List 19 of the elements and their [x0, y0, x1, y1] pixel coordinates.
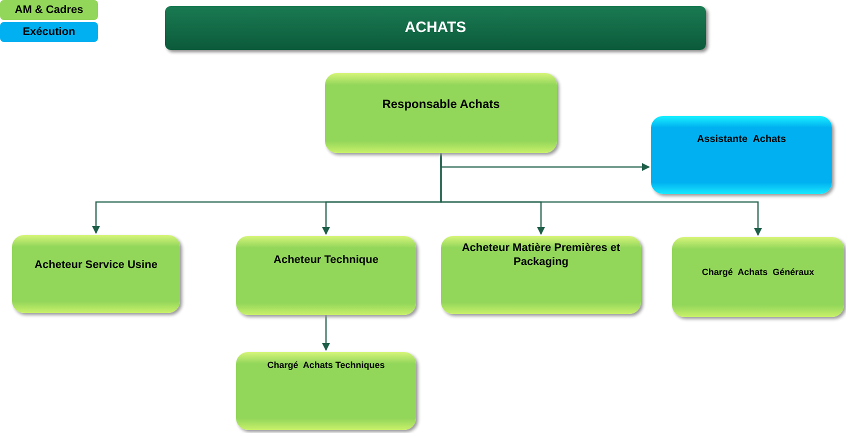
title-banner: ACHATS [165, 6, 706, 50]
role-title: Acheteur Technique [272, 254, 380, 268]
role-title: Acheteur Service Usine [34, 259, 158, 273]
role-box [12, 235, 180, 313]
role-title: Assistante Achats [696, 134, 788, 146]
role-title: Chargé Achats Techniques [266, 360, 386, 372]
role-box [236, 236, 416, 315]
role-box [441, 236, 641, 314]
role-title: Acheteur Matière Premières et Packaging [460, 242, 622, 270]
role-box [672, 237, 844, 317]
connector-arrow [322, 315, 330, 351]
role-box [236, 352, 416, 430]
legend-label: Exécution [22, 24, 76, 40]
role-title: Responsable Achats [381, 97, 501, 112]
legend-label: AM & Cadres [14, 2, 84, 18]
role-title: Chargé Achats Généraux [700, 267, 816, 278]
role-box [651, 116, 832, 194]
role-box [325, 73, 557, 153]
connector-arrow [440, 153, 762, 236]
